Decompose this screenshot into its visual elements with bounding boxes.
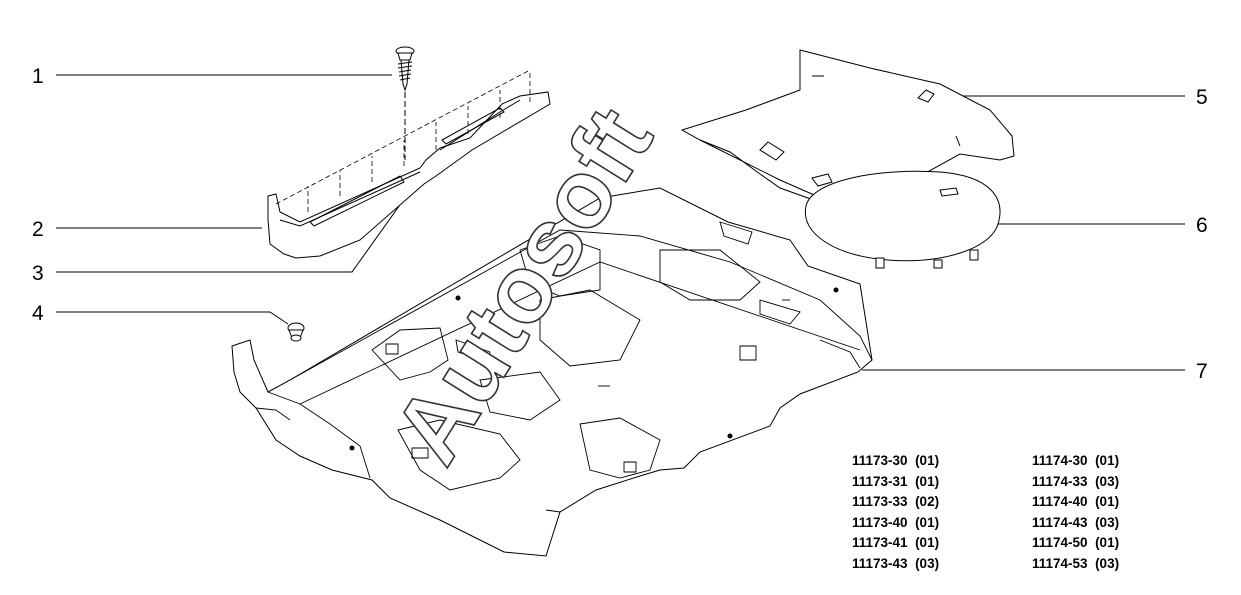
code-left-5: 11173-41 (01) — [852, 535, 940, 550]
code-left-4: 11173-40 (01) — [852, 514, 940, 530]
code-right-4: 11174-43 (03) — [1032, 514, 1120, 530]
leader-lines — [56, 74, 1185, 371]
callout-number-4: 4 — [32, 302, 44, 325]
callout-numbers: 1 2 3 4 5 6 7 — [32, 65, 1208, 383]
callout-number-5: 5 — [1196, 86, 1208, 109]
code-left-6: 11173-43 (03) — [852, 555, 940, 571]
code-right-3: 11174-40 (01) — [1032, 494, 1120, 509]
callout-number-1: 1 — [32, 65, 44, 88]
code-left-1: 11173-30 (01) — [852, 453, 940, 468]
spare-wheel-cover-part — [804, 170, 1001, 269]
callout-number-3: 3 — [32, 262, 44, 285]
code-right-5: 11174-50 (01) — [1032, 535, 1120, 550]
callout-number-6: 6 — [1196, 214, 1208, 237]
code-right-1: 11174-30 (01) — [1032, 453, 1120, 468]
leader-line-4 — [56, 311, 289, 325]
code-left-3: 11173-33 (02) — [852, 494, 940, 509]
callout-number-2: 2 — [32, 218, 44, 241]
code-right-6: 11174-53 (03) — [1032, 555, 1120, 571]
callout-number-7: 7 — [1196, 360, 1208, 383]
code-right-2: 11174-33 (03) — [1032, 473, 1120, 489]
screw-part — [395, 46, 415, 160]
codes-left-column: 11173-30 (01) 11173-31 (01) 11173-33 (02… — [852, 451, 1002, 574]
code-left-2: 11173-31 (01) — [852, 473, 940, 489]
codes-right-column: 11174-30 (01) 11174-33 (03) 11174-40 (01… — [1032, 451, 1182, 574]
sill-trim-part — [267, 69, 551, 259]
floor-carpet-part — [231, 187, 873, 557]
clip-part — [287, 322, 305, 342]
